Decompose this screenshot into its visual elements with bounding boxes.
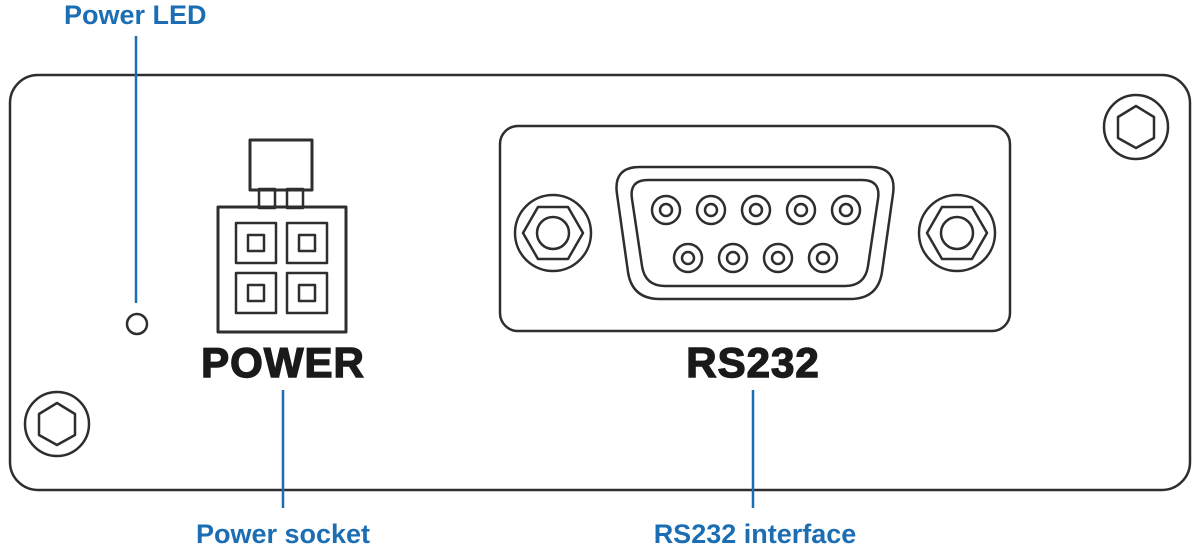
corner-screw-bottom-left-icon <box>23 390 91 458</box>
power-socket-label: Power socket <box>196 519 370 545</box>
rs232-port-outline <box>498 124 1012 333</box>
device-panel <box>8 73 1192 492</box>
db9-pin <box>650 194 682 226</box>
db9-pin <box>672 242 704 274</box>
db9-connector <box>615 165 895 301</box>
db9-pin <box>717 242 749 274</box>
power-socket-body <box>216 205 348 334</box>
power-led-indicator <box>125 312 149 336</box>
power-socket-latch-foot <box>257 187 277 210</box>
db9-pin <box>740 194 772 226</box>
rs232-jackscrew-right-icon <box>917 193 997 273</box>
power-socket-connector <box>216 138 348 334</box>
power-socket-latch <box>248 138 314 192</box>
rs232-port-label: RS232 <box>686 339 819 386</box>
db9-pin <box>695 194 727 226</box>
db9-pin <box>785 194 817 226</box>
power-led-label: Power LED <box>64 0 207 30</box>
power-socket-pin <box>234 271 278 315</box>
rs232-interface-label: RS232 interface <box>654 519 857 545</box>
power-port-label: POWER <box>201 339 365 386</box>
power-socket-pin <box>285 221 329 265</box>
db9-pin <box>807 242 839 274</box>
db9-pin <box>762 242 794 274</box>
db9-outer-shell <box>615 165 895 301</box>
db9-inner-shell <box>630 178 880 288</box>
power-socket-pin <box>234 221 278 265</box>
corner-screw-top-right-icon <box>1102 93 1170 161</box>
power-socket-pin <box>285 271 329 315</box>
db9-pin <box>830 194 862 226</box>
power-socket-latch-foot <box>285 187 305 210</box>
rs232-jackscrew-left-icon <box>513 193 593 273</box>
